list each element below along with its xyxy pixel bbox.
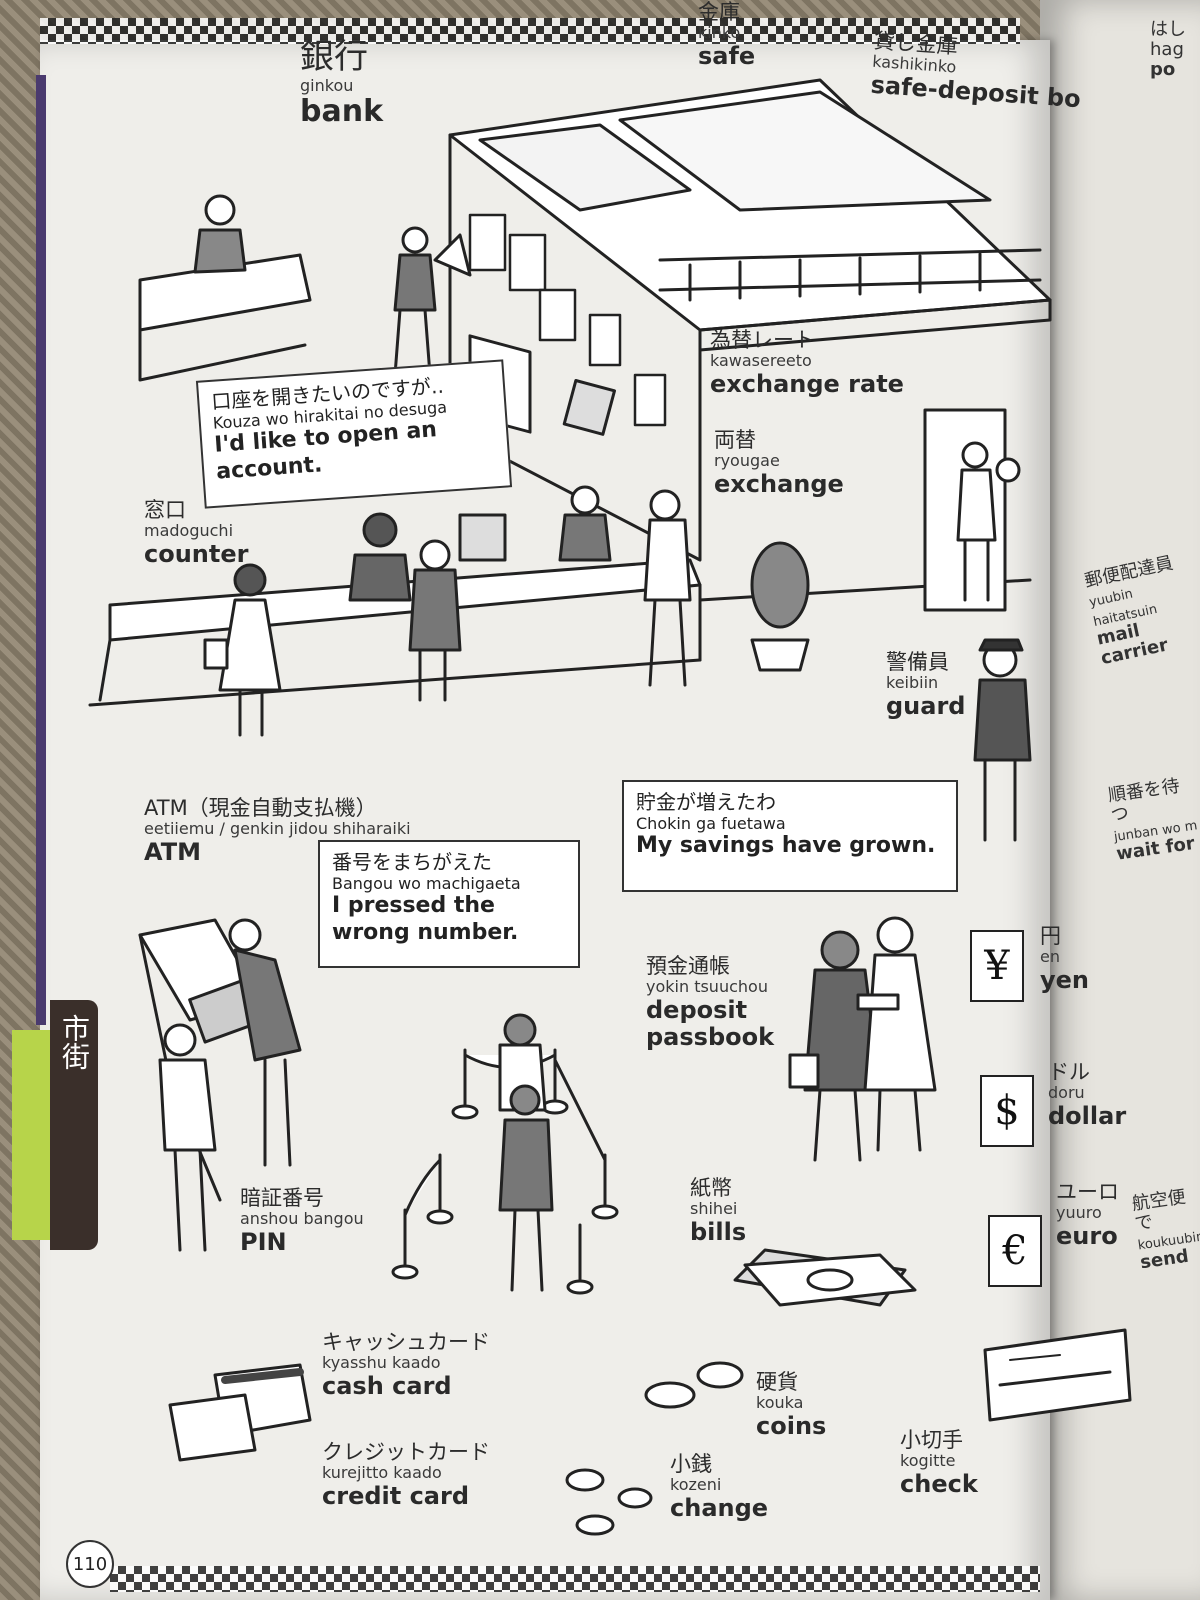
label-safe-deposit-box: 貸し金庫 kashikinko safe-deposit bo xyxy=(869,28,1082,113)
vault-building xyxy=(448,78,1052,562)
speech-bubble-open-account: 口座を開きたいのですが.. Kouza wo hirakitai no desu… xyxy=(195,359,513,509)
green-tab xyxy=(12,1030,52,1240)
euro-icon: € xyxy=(988,1215,1042,1287)
checker-border-bottom xyxy=(110,1566,1040,1592)
label-guard: 警備員 keibiin guard xyxy=(886,650,966,720)
label-cash-card: キャッシュカード kyasshu kaado cash card xyxy=(322,1330,490,1400)
wall-posters xyxy=(468,213,667,427)
checker-border-top xyxy=(40,18,1020,44)
coins-illustration xyxy=(565,1361,744,1536)
label-exchange: 両替 ryougae exchange xyxy=(714,428,844,498)
speech-bubble-savings: 貯金が増えたわ Chokin ga fuetawa My savings hav… xyxy=(622,780,958,892)
label-change: 小銭 kozeni change xyxy=(670,1452,769,1522)
label-pin: 暗証番号 anshou bangou PIN xyxy=(240,1186,364,1256)
speech-bubble-wrong-number: 番号をまちがえた Bangou wo machigaeta I pressed … xyxy=(318,840,580,968)
label-credit-card: クレジットカード kurejitto kaado credit card xyxy=(322,1440,490,1510)
label-bank: 銀行 ginkou bank xyxy=(300,37,384,130)
label-atm: ATM（現金自動支払機） eetiiemu / genkin jidou shi… xyxy=(144,796,411,866)
label-euro: ユーロ yuuro euro xyxy=(1056,1180,1119,1250)
page-number: 110 xyxy=(66,1540,114,1588)
label-dollar: ドル doru dollar xyxy=(1048,1060,1127,1130)
label-bills: 紙幣 shihei bills xyxy=(690,1176,747,1246)
upper-desk xyxy=(138,253,312,332)
label-check: 小切手 kogitte check xyxy=(900,1428,978,1498)
check-illustration xyxy=(983,1328,1132,1422)
label-coins: 硬貨 kouka coins xyxy=(756,1370,827,1440)
dollar-icon: $ xyxy=(980,1075,1034,1147)
cards-illustration xyxy=(168,1363,312,1462)
side-chapter-tab[interactable]: 市街 xyxy=(50,1000,98,1250)
label-counter: 窓口 madoguchi counter xyxy=(144,498,249,568)
label-safe: 金庫 kinko safe xyxy=(698,0,756,70)
label-deposit-passbook: 預金通帳 yokin tsuuchou deposit passbook xyxy=(646,954,775,1052)
queue-stanchions xyxy=(391,1048,619,1295)
spine-stripe xyxy=(36,75,46,1025)
label-exchange-rate: 為替レート kawasereeto exchange rate xyxy=(710,328,904,398)
label-yen: 円 en yen xyxy=(1040,924,1090,994)
bills-illustration xyxy=(733,1248,917,1307)
yen-icon: ¥ xyxy=(970,930,1024,1002)
